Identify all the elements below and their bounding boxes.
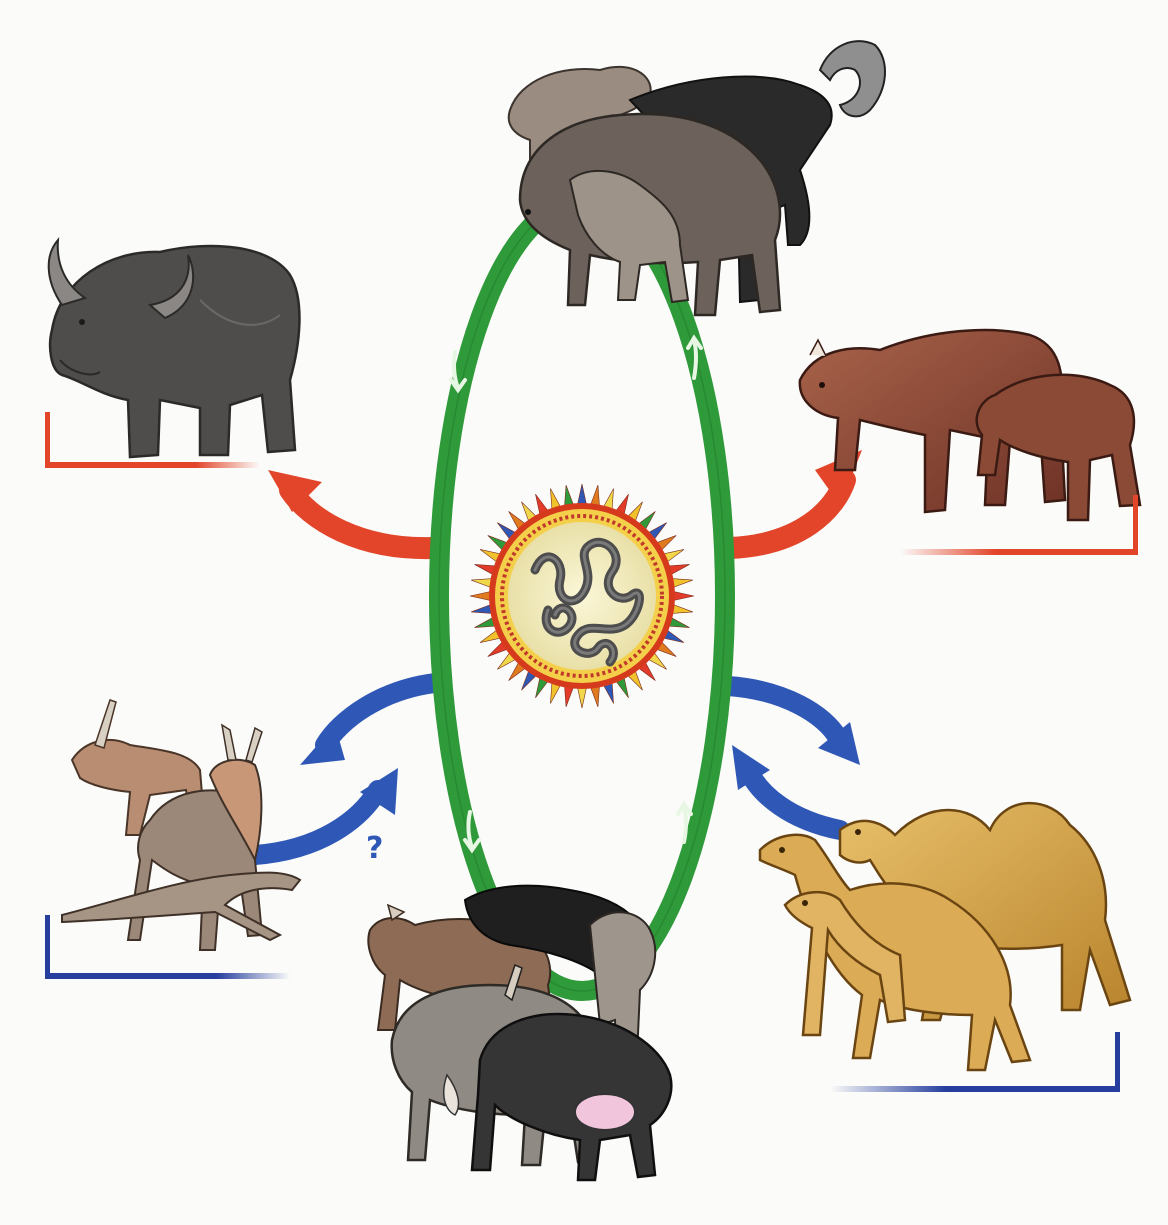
underline-camels-tick <box>1115 1032 1120 1092</box>
goat-group-icon <box>368 886 671 1180</box>
sheep-group-icon <box>509 41 885 315</box>
underline-cattle-tick <box>1133 495 1138 555</box>
underline-cattle <box>900 549 1138 555</box>
spillover-arrow-right-blue-incoming <box>732 745 840 830</box>
spillover-arrow-right-blue-outgoing <box>728 686 860 765</box>
virus-particle-icon <box>470 484 694 708</box>
camel-group-icon <box>760 803 1130 1070</box>
uncertain-transmission-label: ? <box>366 831 383 866</box>
underline-buffalo-tick <box>45 412 50 468</box>
spillover-arrow-left-blue-outgoing <box>300 683 435 765</box>
underline-buffalo <box>45 462 260 468</box>
underline-antelopes <box>45 973 290 979</box>
spillover-arrow-left-red <box>268 470 432 548</box>
underline-camels <box>830 1086 1120 1092</box>
underline-antelopes-tick <box>45 915 50 979</box>
antelope-group-icon <box>62 700 300 950</box>
buffalo-icon <box>49 240 300 457</box>
